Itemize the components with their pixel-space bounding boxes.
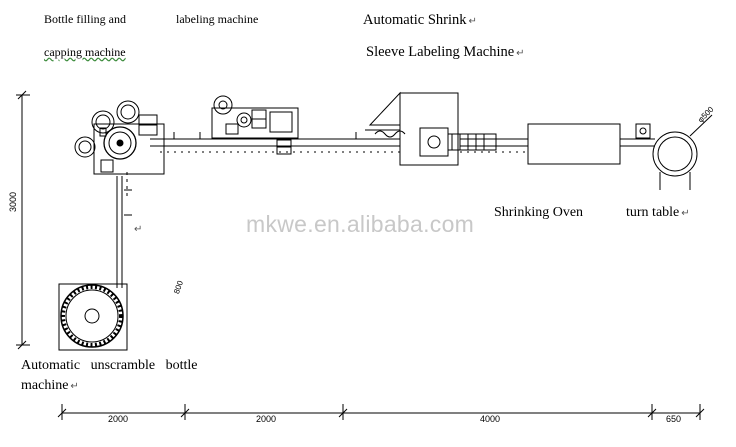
label-shrink-line1: Automatic Shrink↵ — [363, 12, 477, 29]
label-turn-table: turn table↵ — [626, 205, 690, 221]
stray-return-mark: ↵ — [134, 224, 143, 235]
segment-2-dimension: 2000 — [256, 414, 277, 424]
label-shrink-line1-text: Automatic Shrink — [363, 12, 467, 28]
label-filling-line1: Bottle filling and — [44, 12, 126, 26]
shrinking-oven — [527, 123, 621, 165]
bottom-dimension-line — [57, 404, 705, 420]
label-turn-table-text: turn table — [626, 205, 680, 220]
label-shrinking-oven: Shrinking Oven — [494, 205, 584, 220]
return-mark: ↵ — [681, 208, 690, 219]
return-mark: ↵ — [468, 16, 477, 27]
label-shrink-line2-text: Sleeve Labeling Machine — [366, 44, 515, 60]
height-dimension-text: 3000 — [8, 191, 18, 212]
label-unscramble-line2-text: machine — [21, 378, 69, 393]
label-unscramble-line1: Automatic unscramble bottle — [21, 358, 198, 373]
turn-table — [635, 114, 713, 190]
return-mark: ↵ — [70, 381, 79, 392]
label-labeling-machine: labeling machine — [176, 12, 259, 26]
label-filling-line2: capping machine — [44, 45, 126, 60]
label-unscramble-line2: machine↵ — [21, 378, 79, 394]
return-mark: ↵ — [516, 48, 525, 59]
labeling-machine — [211, 95, 299, 155]
watermark: mkwe.en.alibaba.com — [246, 211, 475, 237]
vertical-conveyor — [116, 172, 132, 288]
segment-1-dimension: 2000 — [108, 414, 129, 424]
filling-capping-machine — [74, 100, 165, 175]
unscrambler-machine — [58, 283, 128, 351]
label-filling-line2-text: capping machine — [44, 45, 126, 59]
segment-4-dimension: 650 — [666, 414, 682, 424]
main-conveyor — [150, 132, 655, 153]
segment-3-dimension: 4000 — [480, 414, 501, 424]
label-shrink-line2: Sleeve Labeling Machine↵ — [366, 44, 525, 61]
height-dimension-line — [16, 90, 30, 350]
shrink-sleeve-labeler — [365, 91, 497, 166]
